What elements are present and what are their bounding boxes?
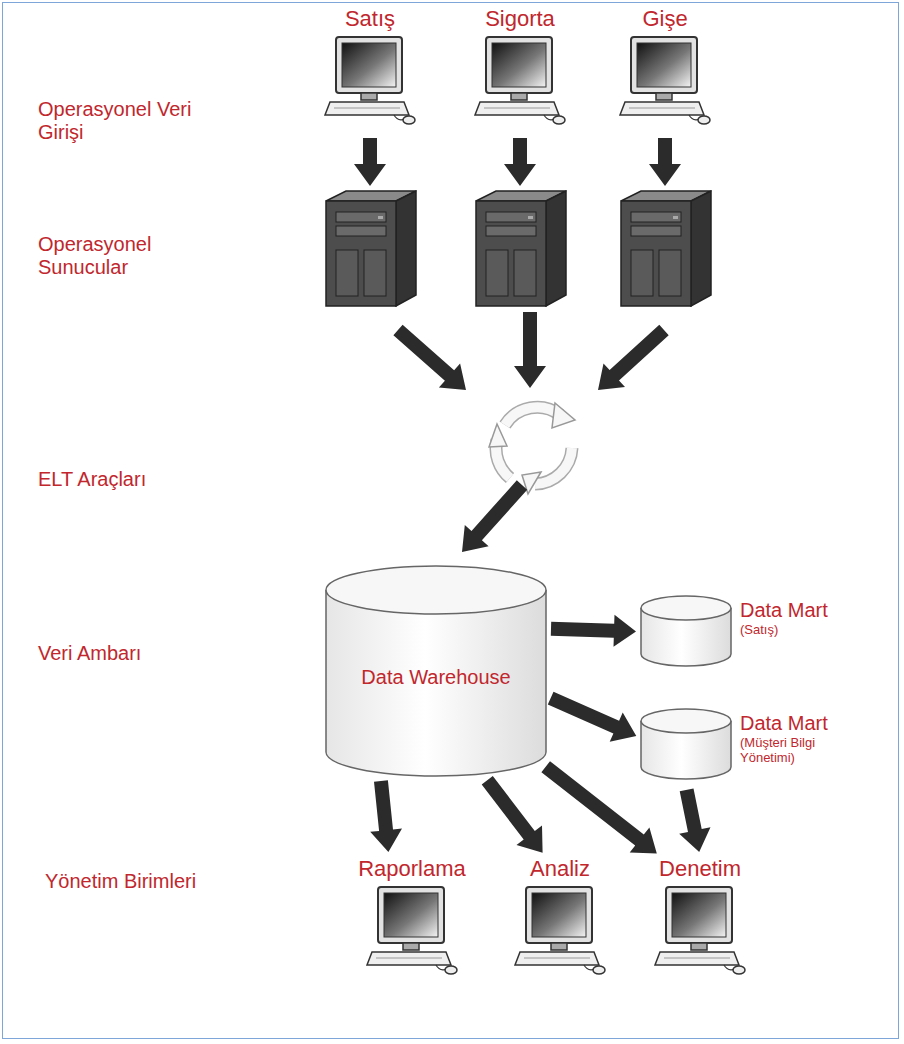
flow-arrow: [541, 761, 656, 853]
data-mart-cylinder: Data Mart(Satış): [640, 595, 832, 673]
computer-node: Satış: [320, 6, 420, 128]
computer-label: Denetim: [650, 856, 750, 882]
computer-icon: [654, 886, 746, 978]
computer-icon: [619, 36, 711, 128]
data-mart-title: Data Mart: [740, 712, 865, 735]
computer-node: Analiz: [510, 856, 610, 978]
computer-label: Sigorta: [470, 6, 570, 32]
row-label: ELT Araçları: [38, 468, 223, 491]
flow-arrow: [679, 789, 710, 853]
computer-icon: [366, 886, 458, 978]
computer-node: Denetim: [650, 856, 750, 978]
row-label: Operasyonel Sunucular: [38, 233, 223, 279]
elt-cycle-icon: [489, 403, 575, 494]
row-label: Operasyonel Veri Girişi: [38, 98, 223, 144]
computer-node: Gişe: [615, 6, 715, 128]
flow-arrow: [649, 138, 681, 186]
row-label: Yönetim Birimleri: [45, 870, 230, 893]
computer-node: Sigorta: [470, 6, 570, 128]
warehouse-label: Data Warehouse: [333, 665, 539, 689]
flow-arrow: [462, 480, 527, 552]
flow-arrow: [548, 692, 637, 742]
computer-node: Raporlama: [354, 856, 470, 978]
data-warehouse-cylinder: Data Warehouse: [325, 565, 547, 777]
row-label: Veri Ambarı: [38, 642, 223, 665]
flow-arrow: [551, 615, 636, 647]
computer-label: Raporlama: [354, 856, 470, 882]
computer-icon: [324, 36, 416, 128]
computer-label: Satış: [320, 6, 420, 32]
data-mart-title: Data Mart: [740, 599, 828, 622]
cylinder-shape: [640, 595, 732, 667]
server-icon: [476, 191, 566, 306]
cylinder-shape: [640, 708, 732, 780]
computer-label: Analiz: [510, 856, 610, 882]
flow-arrow: [393, 325, 466, 390]
data-mart-subtitle: (Müşteri Bilgi Yönetimi): [740, 735, 865, 765]
data-mart-cylinder: Data Mart(Müşteri Bilgi Yönetimi): [640, 708, 869, 786]
flow-arrow: [504, 138, 536, 186]
server-icon: [326, 191, 416, 306]
flow-arrow: [482, 776, 543, 853]
flow-arrow: [370, 780, 402, 852]
flow-arrow: [514, 312, 546, 388]
computer-label: Gişe: [615, 6, 715, 32]
data-mart-subtitle: (Satış): [740, 622, 828, 637]
flow-arrow: [354, 138, 386, 186]
flow-arrow: [598, 325, 669, 390]
computer-icon: [474, 36, 566, 128]
server-icon: [621, 191, 711, 306]
computer-icon: [514, 886, 606, 978]
